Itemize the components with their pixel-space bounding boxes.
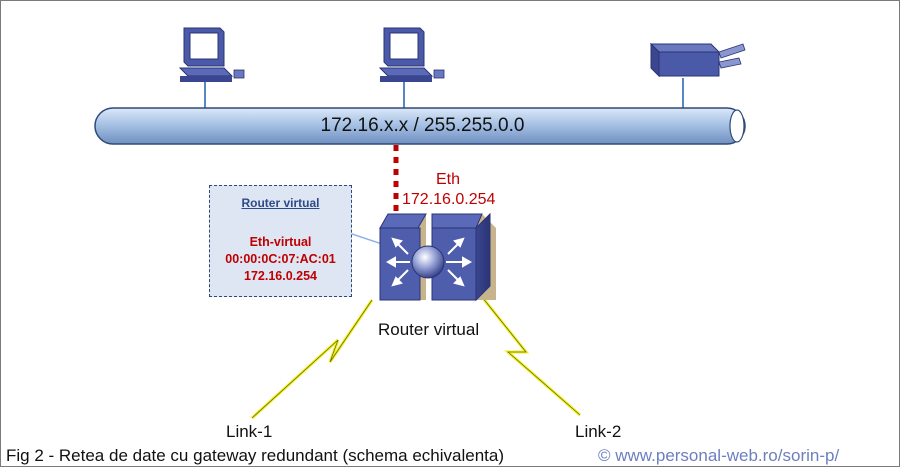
pc-icon	[178, 27, 245, 82]
lightning-icon	[250, 299, 374, 420]
eth-interface-ip: 172.16.0.254	[402, 191, 496, 208]
printer-icon	[649, 42, 746, 78]
virtual-router-title: Router virtual	[241, 196, 320, 210]
figure-caption: Fig 2 - Retea de date cu gateway redunda…	[6, 446, 505, 465]
lightning-icon	[251, 299, 373, 419]
virtual-mac-address: 00:00:0C:07:AC:01	[225, 252, 336, 266]
network-bus	[94, 107, 746, 145]
lightning-icon	[476, 291, 581, 417]
lightning-icon	[477, 291, 581, 416]
pc-icon	[378, 27, 445, 82]
network-address-label: 172.16.x.x / 255.255.0.0	[320, 115, 525, 136]
link-2-label: Link-2	[575, 422, 622, 441]
copyright-link[interactable]: © www.personal-web.ro/sorin-p/	[598, 446, 840, 465]
virtual-ip-address: 172.16.0.254	[244, 269, 317, 283]
router-label: Router virtual	[378, 320, 480, 339]
link-1-label: Link-1	[226, 422, 273, 441]
eth-interface-title: Eth	[436, 171, 461, 188]
virtual-router-box: Router virtual Eth-virtual 00:00:0C:07:A…	[209, 185, 352, 297]
router-switch-icon	[379, 212, 496, 302]
virtual-iface-name: Eth-virtual	[249, 235, 312, 249]
